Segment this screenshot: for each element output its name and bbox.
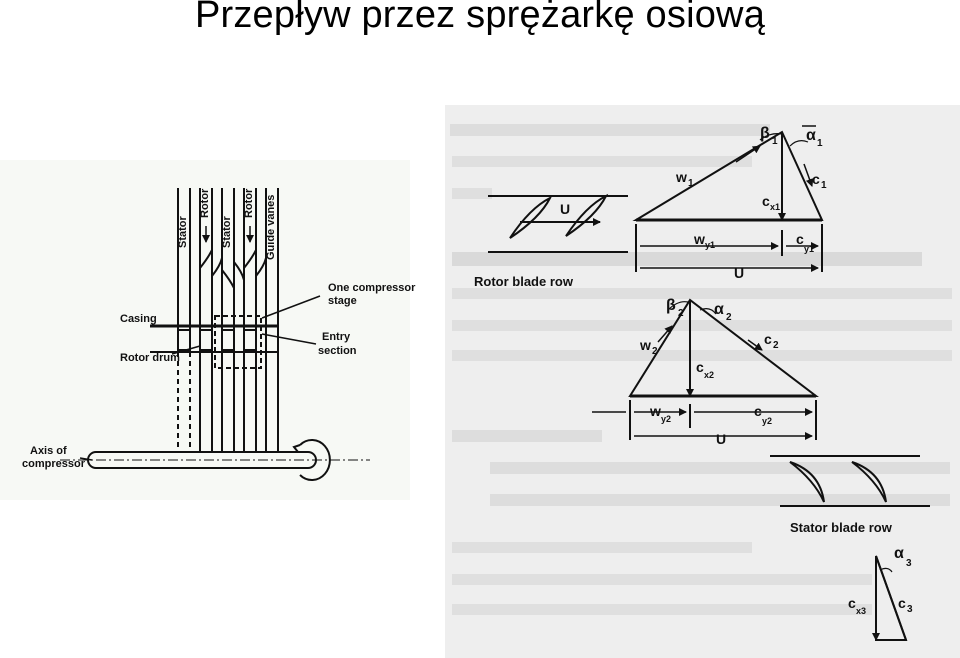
label-w1: w: [675, 169, 687, 185]
sub-w2: 2: [652, 346, 658, 357]
label-rotor-2: Rotor: [243, 188, 255, 218]
sub-wy2: y2: [661, 414, 671, 424]
label-c3: c: [898, 595, 906, 611]
sub-cy1: y1: [804, 244, 814, 254]
label-beta1: β: [760, 125, 770, 142]
label-u-top: U: [734, 265, 744, 281]
label-rotor-drum: Rotor drum: [120, 352, 180, 364]
sub-beta1: 1: [772, 136, 778, 147]
label-wy2: w: [649, 403, 661, 419]
sub-beta2: 2: [678, 308, 684, 319]
label-entry: Entry: [322, 331, 351, 343]
label-one-compressor: One compressor: [328, 282, 416, 294]
sub-c3: 3: [907, 604, 913, 615]
label-stator-2: Stator: [221, 216, 233, 249]
label-alpha3: α: [894, 545, 904, 562]
sub-alpha2: 2: [726, 312, 732, 323]
page-title: Przepływ przez sprężarkę osiową: [194, 0, 766, 36]
compressor-stage-section: [60, 188, 370, 481]
label-rotor-blade-row: Rotor blade row: [474, 274, 574, 289]
label-stator-blade-row: Stator blade row: [790, 520, 893, 535]
label-stator-1: Stator: [177, 216, 189, 249]
label-blade-speed-u: U: [560, 201, 570, 217]
label-cx2: c: [696, 359, 704, 375]
sub-alpha3: 3: [906, 558, 912, 569]
label-rotor-1: Rotor: [199, 188, 211, 218]
label-cx1: c: [762, 193, 770, 209]
label-stage: stage: [328, 295, 357, 307]
label-u-bottom: U: [716, 431, 726, 447]
sub-cx1: x1: [770, 202, 780, 212]
label-axis-of: Axis of: [30, 445, 67, 457]
label-wy1: w: [693, 231, 705, 247]
sub-cx2: x2: [704, 370, 714, 380]
label-c2: c: [764, 331, 772, 347]
label-w2: w: [639, 337, 651, 353]
sub-w1: 1: [688, 178, 694, 189]
scan-background-right: [445, 105, 960, 658]
label-cx3: c: [848, 595, 856, 611]
label-compressor: compressor: [22, 458, 86, 470]
sub-alpha1: 1: [817, 138, 823, 149]
label-c1: c: [812, 171, 820, 187]
label-guide-vanes: Guide vanes: [265, 195, 277, 260]
label-beta2: β: [666, 297, 676, 314]
label-alpha1: α: [806, 127, 816, 144]
label-section: section: [318, 345, 357, 357]
sub-cy2: y2: [762, 416, 772, 426]
sub-cx3: x3: [856, 606, 866, 616]
label-cy1: c: [796, 231, 804, 247]
sub-c1: 1: [821, 180, 827, 191]
scanned-text-ghost: [450, 124, 952, 615]
velocity-triangles: [488, 125, 930, 641]
label-alpha2: α: [714, 301, 724, 318]
label-casing: Casing: [120, 313, 157, 325]
sub-wy1: y1: [705, 240, 715, 250]
label-cy2: c: [754, 403, 762, 419]
sub-c2: 2: [773, 340, 779, 351]
